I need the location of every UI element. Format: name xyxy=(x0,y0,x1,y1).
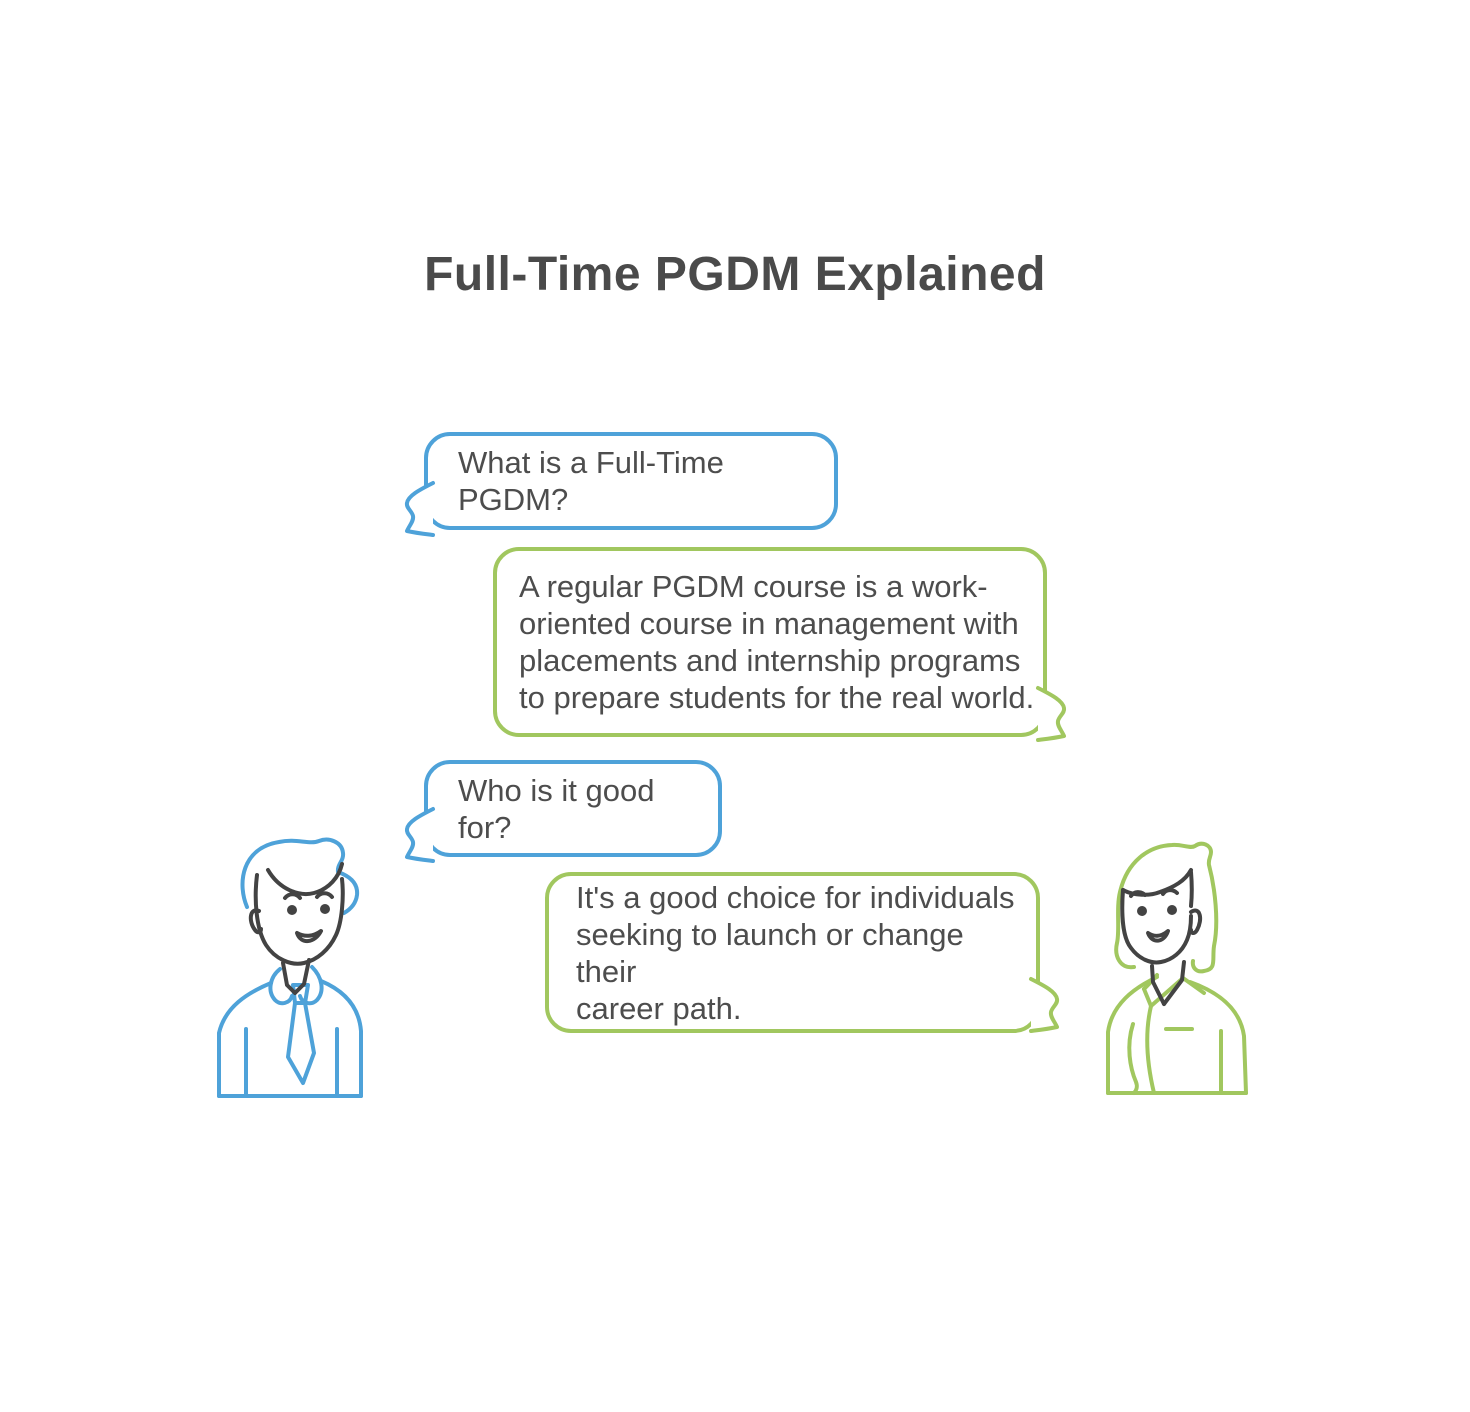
speech-bubble-question-2: Who is it good for? xyxy=(404,760,722,863)
bubble-text: It's a good choice for individuals seeki… xyxy=(576,879,1015,1026)
speech-bubble-answer-2: It's a good choice for individuals seeki… xyxy=(545,872,1060,1033)
woman-avatar xyxy=(1106,841,1248,1095)
page-title: Full-Time PGDM Explained xyxy=(424,248,1046,301)
bubble-tail-right-icon xyxy=(1029,977,1060,1033)
speech-bubble-question-1: What is a Full-Time PGDM? xyxy=(404,432,838,537)
bubble-text: What is a Full-Time PGDM? xyxy=(458,445,724,517)
bubble-text: Who is it good for? xyxy=(458,772,655,845)
bubble-tail-left-icon xyxy=(404,807,435,863)
speech-bubble-answer-1: A regular PGDM course is a work- oriente… xyxy=(493,547,1067,742)
bubble-tail-left-icon xyxy=(404,481,435,537)
bubble-text: A regular PGDM course is a work- oriente… xyxy=(519,569,1035,715)
bubble-tail-right-icon xyxy=(1036,686,1067,742)
man-avatar xyxy=(217,837,363,1098)
